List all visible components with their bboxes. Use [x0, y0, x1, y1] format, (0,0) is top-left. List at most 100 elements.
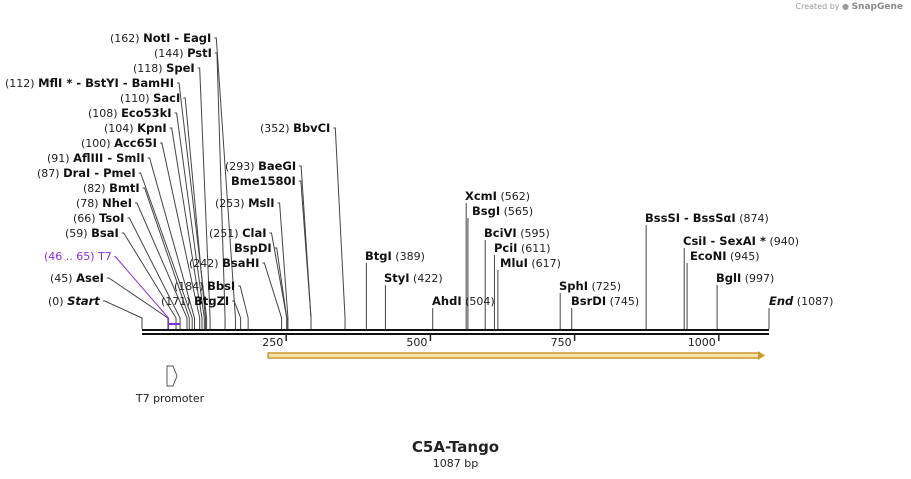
site-name: Start — [67, 294, 100, 308]
site-label-mlui: MluI (617) — [500, 256, 561, 270]
site-label-bme1580i: Bme1580I — [231, 174, 296, 188]
site-name: XcmI — [465, 189, 497, 203]
site-position: (565) — [500, 205, 533, 218]
site-label-text: (110) SacI — [120, 91, 180, 105]
site-label-text: XcmI (562) — [465, 189, 530, 203]
site-name: BmtI — [109, 181, 140, 195]
site-position: (745) — [606, 295, 639, 308]
site-label-asei: (45) AseI — [50, 271, 104, 285]
site-position: (725) — [588, 280, 621, 293]
credit-brand: SnapGene — [851, 2, 903, 12]
site-label-text: EcoNI (945) — [690, 249, 760, 263]
site-label-msli: (253) MslI — [215, 196, 275, 210]
site-line — [269, 232, 288, 329]
orf-arrow-icon — [758, 351, 765, 360]
site-line — [174, 112, 205, 329]
site-label-text: (352) BbvCI — [260, 121, 330, 135]
site-label-text: BsgI (565) — [472, 204, 533, 218]
site-position: (100) — [81, 137, 114, 150]
site-name: MslI — [248, 196, 275, 210]
site-label-text: (46 .. 65) T7 — [44, 250, 112, 263]
site-position: (171) — [161, 295, 194, 308]
site-label-text: (242) BsaHI — [189, 256, 259, 270]
site-label-bbsi: (184) BbsI — [174, 279, 235, 293]
site-name: ClaI — [242, 226, 266, 240]
feature-label: T7 promoter — [135, 392, 205, 405]
site-label-text: (45) AseI — [50, 271, 104, 285]
site-position: (874) — [736, 212, 769, 225]
site-label-pcii: PciI (611) — [494, 241, 551, 255]
site-name: BtgI — [365, 249, 392, 263]
site-label-text: (162) NotI - EagI — [110, 31, 211, 45]
site-name: SacI — [153, 91, 180, 105]
site-name: AseI — [76, 271, 104, 285]
site-label-text: CsiI - SexAI * (940) — [683, 234, 799, 248]
site-position: (184) — [174, 280, 207, 293]
site-position: (45) — [50, 272, 76, 285]
site-name: BsaI — [91, 226, 119, 240]
site-line — [333, 127, 346, 329]
site-label-saci: (110) SacI — [120, 91, 180, 105]
site-name: StyI — [384, 271, 410, 285]
site-position: (611) — [517, 242, 550, 255]
site-line — [232, 300, 242, 329]
site-name: BsrDI — [571, 294, 606, 308]
site-label-text: StyI (422) — [384, 271, 443, 285]
site-line — [127, 217, 181, 329]
snapgene-credit: Created by ● SnapGene — [795, 2, 903, 12]
site-line — [197, 67, 211, 329]
site-label-bgli: BglI (997) — [716, 271, 774, 285]
site-label-nhei: (78) NheI — [76, 196, 132, 210]
site-label-text: (253) MslI — [215, 196, 275, 210]
site-label-tsoi: (66) TsoI — [73, 211, 124, 225]
site-name: T7 — [97, 250, 112, 263]
site-label-text: MluI (617) — [500, 256, 561, 270]
site-label-text: (59) BsaI — [65, 226, 119, 240]
site-name: KpnI — [137, 121, 167, 135]
site-line — [102, 300, 143, 329]
site-name: BssSI - BssSαI — [645, 211, 736, 225]
site-name: BtgZI — [194, 294, 229, 308]
site-position: (1087) — [793, 295, 833, 308]
site-label-start: (0) Start — [48, 294, 100, 308]
site-position: (940) — [766, 235, 799, 248]
site-label-bbvci: (352) BbvCI — [260, 121, 330, 135]
map-title: C5A-Tango — [411, 438, 500, 456]
site-line — [214, 37, 236, 329]
site-label-text: BsrDI (745) — [571, 294, 639, 308]
site-label-text: (100) Acc65I — [81, 136, 157, 150]
site-label-sphi: SphI (725) — [559, 279, 621, 293]
site-position: (104) — [104, 122, 137, 135]
site-name: BsgI — [472, 204, 500, 218]
site-line — [274, 247, 288, 329]
ruler-tick-label: 1000 — [688, 336, 716, 349]
site-label-psti: (144) PstI — [154, 46, 212, 60]
site-name: EcoNI — [690, 249, 726, 263]
site-label-text: BtgI (389) — [365, 249, 425, 263]
site-position: (389) — [392, 250, 425, 263]
site-position: (617) — [528, 257, 561, 270]
site-line — [183, 97, 206, 329]
site-name: SphI — [559, 279, 588, 293]
site-line — [299, 165, 312, 329]
site-name: BbvCI — [293, 121, 330, 135]
site-line — [138, 172, 193, 329]
site-labels: (0) Start (45) AseI (46 .. 65) T7 (59) BsaI… — [5, 31, 833, 308]
site-label-text: (251) ClaI — [209, 226, 267, 240]
site-line — [298, 180, 312, 329]
site-name: NotI - EagI — [143, 31, 211, 45]
site-name: NheI — [102, 196, 132, 210]
backbone — [142, 329, 769, 335]
site-label-text: BssSI - BssSαI (874) — [645, 211, 769, 225]
site-label-text: (91) AflIII - SmlI — [47, 151, 145, 165]
site-line — [106, 277, 169, 329]
ruler-tick-label: 750 — [551, 336, 572, 349]
site-name: MluI — [500, 256, 528, 270]
site-position: (78) — [76, 197, 102, 210]
site-name: AhdI — [432, 294, 462, 308]
site-label-text: BspDI — [234, 241, 272, 255]
site-position: (46 .. 65) — [44, 250, 98, 263]
site-label-text: (171) BtgZI — [161, 294, 229, 308]
site-label-spei: (118) SpeI — [133, 61, 195, 75]
